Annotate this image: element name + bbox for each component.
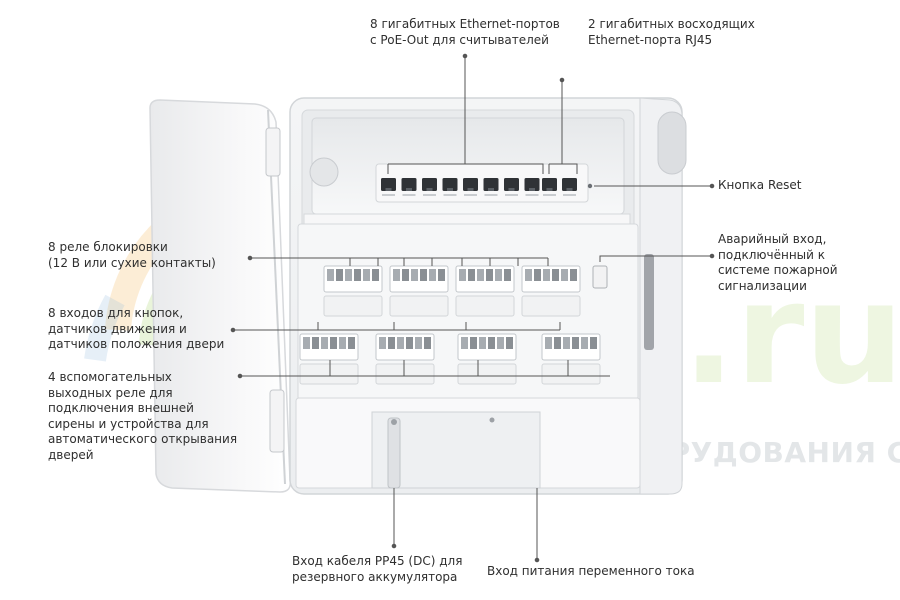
relay-block <box>457 333 517 385</box>
door-hinge-bottom <box>269 389 285 453</box>
uplink-port <box>542 178 557 196</box>
relay-block <box>299 333 359 385</box>
callout-line: сирены и устройства для <box>48 416 209 431</box>
watermark-arc-blue <box>84 294 125 362</box>
relay-block <box>323 265 383 317</box>
callout-line: подключения внешней <box>48 401 194 415</box>
ethernet-port-row <box>381 178 577 196</box>
callout-line: сигнализации <box>718 278 807 293</box>
bottom-cutout <box>371 411 541 489</box>
leader-emergency <box>599 253 715 262</box>
relay-block-row-lower <box>299 333 601 385</box>
side-latch <box>644 254 654 350</box>
leader-lines <box>230 53 715 563</box>
reset-button-hole <box>587 183 593 189</box>
callout-line: дверей <box>48 447 94 462</box>
poe-port <box>401 178 417 196</box>
enclosure-body <box>289 97 687 495</box>
leader-uplink-ports <box>548 77 578 174</box>
leader-reset <box>594 183 715 189</box>
poe-port <box>483 178 499 196</box>
relay-block <box>389 265 449 317</box>
callout-line: автоматического открывания <box>48 432 238 446</box>
callout-line: резервного аккумулятора <box>292 569 458 584</box>
callout-line: системе пожарной <box>718 263 838 277</box>
callout-line: с PoE-Out для считывателей <box>370 32 549 47</box>
door-hinge-top <box>265 127 281 177</box>
callout-line: Аварийный вход, <box>718 232 827 246</box>
leader-backup-battery <box>391 488 397 549</box>
relay-block-row-upper <box>323 265 581 317</box>
callout-line: подключённый к <box>718 247 826 262</box>
callout-line: 4 вспомогательных <box>48 370 172 384</box>
callout-line: Кнопка Reset <box>718 178 802 192</box>
callout-line: Вход питания переменного тока <box>487 564 695 578</box>
leader-inputs <box>230 322 561 333</box>
callout-line: Вход кабеля PP45 (DC) для <box>292 554 463 568</box>
relay-block <box>521 265 581 317</box>
relay-block <box>455 265 515 317</box>
leader-poe-ports <box>387 53 544 174</box>
poe-port <box>381 178 396 196</box>
callout-line: выходных реле для <box>48 385 173 400</box>
emergency-terminal <box>592 265 608 289</box>
poe-port <box>463 178 478 196</box>
poe-port <box>504 178 519 196</box>
callout-line: Ethernet-порта RJ45 <box>588 32 713 47</box>
poe-port <box>422 178 437 196</box>
callout-lock-relays: 8 реле блокировки(12 В или сухие контакт… <box>48 240 216 271</box>
cable-hole-right <box>657 111 687 175</box>
poe-port <box>442 178 458 196</box>
callout-line: 8 входов для кнопок, <box>48 306 184 320</box>
callout-line: датчиков положения двери <box>48 337 225 351</box>
callout-line: 2 гигабитных восходящих <box>588 17 755 31</box>
leader-ac-power <box>534 488 540 563</box>
poe-port <box>524 178 540 196</box>
callout-line: 8 гигабитных Ethernet-портов <box>370 17 560 31</box>
battery-cable-entry <box>387 417 401 489</box>
callout-line: датчиков движения и <box>48 321 187 336</box>
relay-block <box>375 333 435 385</box>
relay-block <box>541 333 601 385</box>
callout-line: 8 реле блокировки <box>48 240 168 254</box>
callout-ac-power: Вход питания переменного тока <box>487 564 695 580</box>
leader-aux-relays <box>237 360 610 379</box>
callout-reset-button: Кнопка Reset <box>718 178 802 194</box>
knockout-left <box>309 157 339 187</box>
callout-line: (12 В или сухие контакты) <box>48 255 216 270</box>
uplink-port <box>562 178 577 196</box>
leader-lock-relays <box>247 255 549 266</box>
